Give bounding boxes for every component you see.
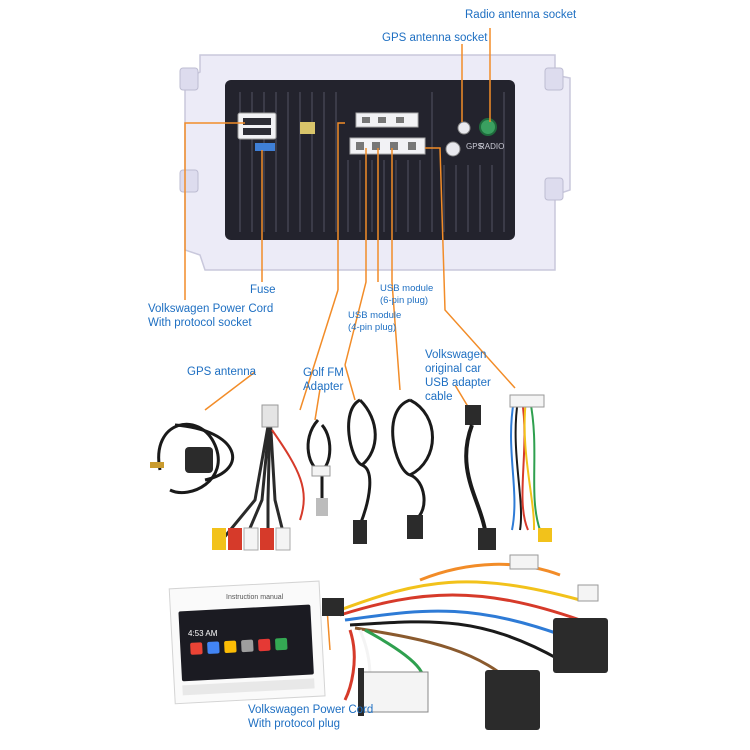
label-usb-4pin: USB module (4-pin plug) bbox=[348, 310, 402, 333]
panel-radio-text: RADIO bbox=[479, 142, 505, 151]
label-vw-power-cord-plug: Volkswagen Power Cord With protocol plug bbox=[248, 704, 374, 730]
instruction-manual bbox=[168, 580, 326, 705]
leader-lines bbox=[184, 28, 516, 651]
gps-antenna bbox=[150, 422, 235, 495]
vw-usb-adapter-cable bbox=[464, 405, 496, 550]
label-gps-antenna: GPS antenna bbox=[187, 366, 257, 378]
rca-harness bbox=[212, 404, 305, 551]
label-golf-fm-adapter: Golf FM Adapter bbox=[303, 367, 344, 393]
main-power-harness bbox=[322, 554, 608, 730]
label-fuse: Fuse bbox=[250, 284, 276, 296]
usb-module-4pin bbox=[347, 398, 377, 544]
panel-gps-text: GPS bbox=[466, 142, 483, 151]
label-gps-antenna-socket: GPS antenna socket bbox=[382, 32, 488, 44]
fm-adapter bbox=[306, 418, 332, 516]
head-unit-back bbox=[179, 54, 571, 271]
usb-module-6pin bbox=[391, 398, 434, 539]
label-radio-antenna-socket: Radio antenna socket bbox=[465, 9, 577, 21]
manual-title: Instruction manual bbox=[226, 594, 284, 601]
label-usb-6pin: USB module (6-pin plug) bbox=[380, 283, 434, 306]
label-vw-power-cord-socket: Volkswagen Power Cord With protocol sock… bbox=[148, 303, 274, 329]
power-loom-small bbox=[509, 394, 552, 542]
label-vw-usb-adapter: Volkswagen original car USB adapter cabl… bbox=[425, 349, 491, 403]
manual-time: 4:53 AM bbox=[188, 629, 218, 638]
